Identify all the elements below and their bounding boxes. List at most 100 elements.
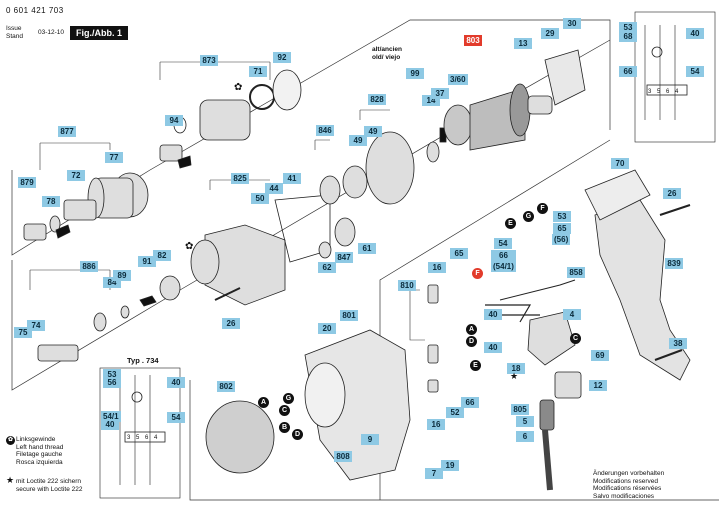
loctite-legend: mit Loctite 222 sichern secure with Loct… [16,478,83,493]
connector-F-brush: F [537,203,548,214]
left-hand-thread-legend: Linksgewinde Left hand thread Filetage g… [16,436,64,466]
typ-label: Typ . 734 [127,356,159,365]
part-label-74: 74 [27,320,45,331]
left-hand-thread-icon: ✿ [6,436,15,445]
part-label-858: 858 [567,267,585,278]
part-label-839: 839 [665,258,683,269]
part-label-846: 846 [316,125,334,136]
part-label-20: 20 [318,323,336,334]
part-label-38: 38 [669,338,687,349]
part-label-70: 70 [611,158,629,169]
part-label-877: 877 [58,126,76,137]
part-label-801: 801 [340,310,358,321]
left-thread-marker-icon-2: ✿ [185,241,194,252]
loctite-star-icon: ★ [6,475,15,485]
part-label-18: 18 [507,363,525,374]
part-label-72: 72 [67,170,85,181]
part-label-75: 75 [14,327,32,338]
connector-C-stator: C [279,405,290,416]
part-label-803: 803 [464,35,482,46]
part-label-77: 77 [105,152,123,163]
figure-label: Fig./Abb. 1 [70,26,128,40]
part-label-873: 873 [200,55,218,66]
part-label-16a: 16 [428,262,446,273]
part-label-810: 810 [398,280,416,291]
part-label-65a: 65 [450,248,468,259]
part-label-40b: 40 [484,342,502,353]
wiring-label-56b: 56 [103,377,121,388]
part-label-94: 94 [165,115,183,126]
part-label-82: 82 [153,250,171,261]
part-label-19: 19 [441,460,459,471]
part-label-91: 91 [138,256,156,267]
wiring-label-40c: 40 [167,377,185,388]
part-label-92: 92 [273,52,291,63]
part-label-825: 825 [231,173,249,184]
part-label-13: 13 [514,38,532,49]
part-label-828: 828 [368,94,386,105]
wiring-label-54b: 54 [167,412,185,423]
wiring-label-40d: 40 [101,419,119,430]
part-label-56: (56) [552,234,571,245]
part-label-802: 802 [217,381,235,392]
wiring-label-68: 68 [619,31,637,42]
part-label-66: 66 [461,397,479,408]
part-label-7: 7 [425,468,443,479]
part-label-26b: 26 [663,188,681,199]
part-label-3-60: 3/60 [448,74,468,85]
part-label-6: 6 [516,431,534,442]
part-label-14: 14 [422,95,440,106]
part-label-53: 53 [553,211,571,222]
issue-date: 03-12-10 [38,29,65,36]
old-version-note: alt/ancien old/ viejo [372,46,402,61]
wiring-label-40: 40 [686,28,704,39]
issue-label: Issue Stand [6,25,23,40]
part-label-41: 41 [283,173,301,184]
connector-F-holder: F [472,268,483,279]
connector-D-stator: D [292,429,303,440]
part-number: 0 601 421 703 [6,6,64,15]
wiring-label-53: 53 [619,22,637,33]
part-label-49b: 49 [364,126,382,137]
part-label-5: 5 [516,416,534,427]
part-label-30: 30 [563,18,581,29]
wiring-label-53b: 53 [103,369,121,380]
wiring-label-54-1: 54/1 [101,411,121,422]
part-label-65b: 65 [553,223,571,234]
wiring-terminals-bottom: 3 5 6 4 [127,435,160,441]
part-label-4: 4 [563,309,581,320]
part-label-84: 84 [103,277,121,288]
part-label-16b: 16 [427,419,445,430]
part-label-50: 50 [251,193,269,204]
connector-G-stator: G [283,393,294,404]
part-label-9: 9 [361,434,379,445]
part-label-71: 71 [249,66,267,77]
part-label-61: 61 [358,243,376,254]
part-label-49a: 49 [349,135,367,146]
part-label-44: 44 [265,183,283,194]
part-label-805: 805 [511,404,529,415]
part-label-66-54-1: 66 (54/1) [491,250,516,272]
part-label-99: 99 [406,68,424,79]
part-label-12: 12 [589,380,607,391]
wiring-label-54: 54 [686,66,704,77]
wiring-terminals-top: 3 5 6 4 [648,89,681,95]
part-label-54: 54 [494,238,512,249]
connector-A-switch: A [466,324,477,335]
part-label-40a: 40 [484,309,502,320]
part-label-69: 69 [591,350,609,361]
part-label-78: 78 [42,196,60,207]
part-label-37: 37 [431,88,449,99]
connector-A-stator: A [258,397,269,408]
part-label-808: 808 [334,451,352,462]
modifications-reserved-note: Änderungen vorbehalten Modifications res… [593,470,665,500]
connector-E-brush: E [505,218,516,229]
connector-G-brush: G [523,211,534,222]
connector-G-switch: C [570,333,581,344]
connector-D-switch: D [466,336,477,347]
part-label-886: 886 [80,261,98,272]
loctite-marker-icon: ★ [510,371,519,381]
connector-B-stator: B [279,422,290,433]
